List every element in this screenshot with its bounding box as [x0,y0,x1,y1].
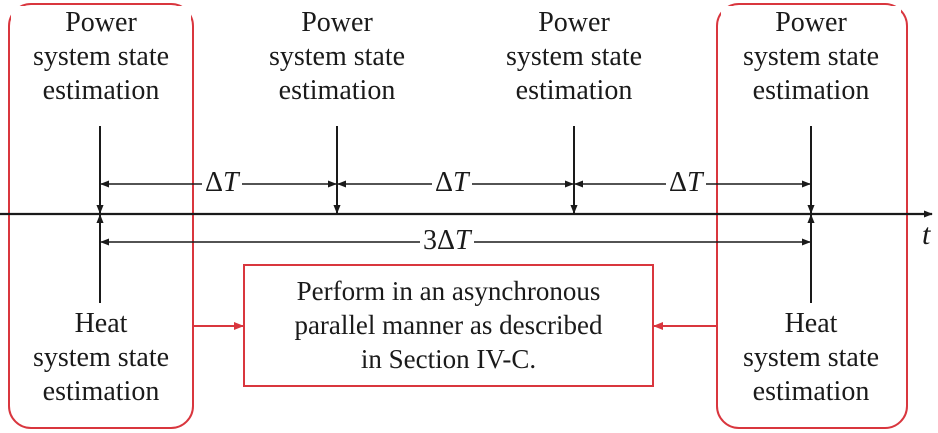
power-label-4: Power system state estimation [721,6,901,108]
interval-3-label: ΔT [666,168,706,198]
axis-label: t [922,218,931,251]
heat-label-right-line1: Heat [784,308,838,339]
heat-label-right: Heat system state estimation [721,307,901,409]
right-red-box [716,3,908,429]
power-label-3-line3: estimation [515,75,633,106]
power-label-2: Power system state estimation [247,6,427,108]
power-label-4-line1: Power [775,7,847,38]
heat-label-left-line1: Heat [74,308,128,339]
heat-label-left-line3: estimation [42,376,160,407]
interval-2-label: ΔT [432,168,472,198]
power-label-1: Power system state estimation [11,6,191,108]
note-line1: Perform in an asynchronous [296,276,601,306]
power-label-2-line2: system state [268,41,406,72]
note-box [243,264,654,387]
heat-label-right-line3: estimation [752,376,870,407]
power-label-3: Power system state estimation [484,6,664,108]
heat-label-left-line2: system state [32,342,170,373]
power-label-1-line3: estimation [42,75,160,106]
power-label-2-line3: estimation [278,75,396,106]
heat-label-left: Heat system state estimation [11,307,191,409]
note-text: Perform in an asynchronous parallel mann… [248,274,649,376]
interval-total-label: 3ΔT [420,226,474,256]
power-label-1-line2: system state [32,41,170,72]
note-line2: parallel manner as described [294,310,603,340]
power-label-4-line3: estimation [752,75,870,106]
power-label-2-line1: Power [301,7,373,38]
left-red-box [8,3,194,429]
power-label-3-line2: system state [505,41,643,72]
power-label-1-line1: Power [65,7,137,38]
interval-1-label: ΔT [202,168,242,198]
power-label-4-line2: system state [742,41,880,72]
power-label-3-line1: Power [538,7,610,38]
heat-label-right-line2: system state [742,342,880,373]
note-line3: in Section IV-C. [360,344,537,374]
